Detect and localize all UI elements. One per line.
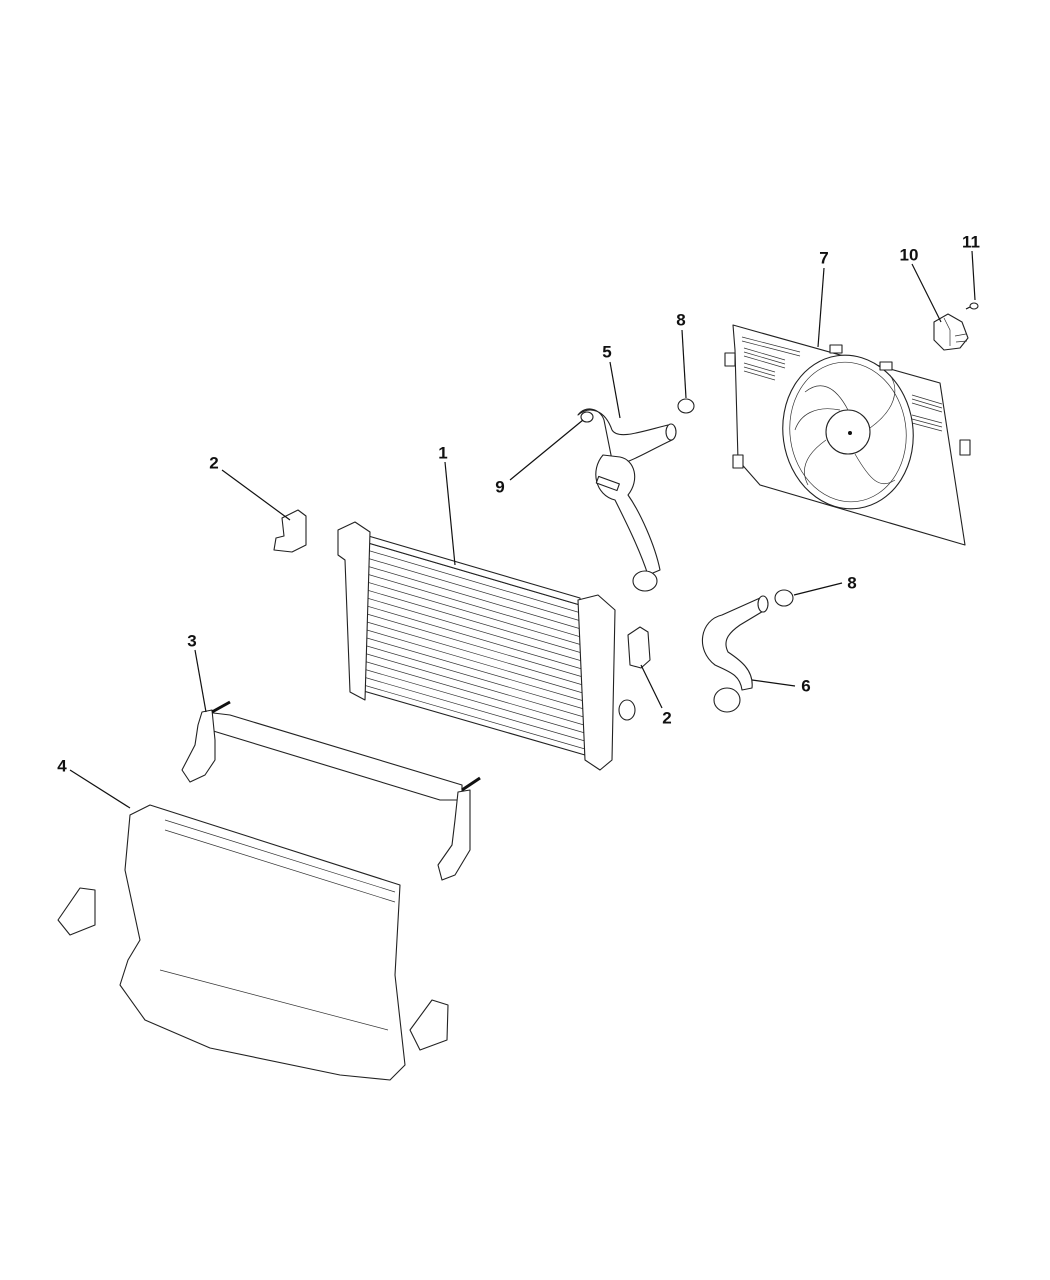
radiator-air-seal-shroud-drawing[interactable] <box>57 804 449 1081</box>
callout-4[interactable]: 4 <box>57 756 67 776</box>
upper-radiator-hose-drawing[interactable] <box>577 408 677 592</box>
callout-9[interactable]: 9 <box>495 477 505 497</box>
leader-lines <box>69 250 976 809</box>
upper-radiator-support-drawing[interactable] <box>181 700 481 881</box>
radiator-drawing[interactable] <box>337 521 636 771</box>
callout-8-lower[interactable]: 8 <box>847 573 857 593</box>
fan-relay-drawing[interactable] <box>933 313 969 351</box>
radiator-mount-bracket-right-drawing[interactable] <box>627 626 651 669</box>
cooling-fan-module-drawing[interactable] <box>724 324 971 546</box>
callout-1[interactable]: 1 <box>438 443 448 463</box>
callout-2-left[interactable]: 2 <box>209 453 219 473</box>
screw-drawing[interactable] <box>965 302 979 310</box>
callout-10[interactable]: 10 <box>899 245 919 265</box>
hose-clamp-upper-drawing[interactable] <box>677 398 695 414</box>
lower-radiator-hose-drawing[interactable] <box>701 595 769 713</box>
callout-6[interactable]: 6 <box>801 676 811 696</box>
callout-5[interactable]: 5 <box>602 342 612 362</box>
callout-3[interactable]: 3 <box>187 631 197 651</box>
callout-7[interactable]: 7 <box>819 248 829 268</box>
callout-2-right[interactable]: 2 <box>662 708 672 728</box>
callout-11[interactable]: 11 <box>962 232 980 252</box>
hose-clamp-lower-drawing[interactable] <box>774 589 794 607</box>
callout-8-upper[interactable]: 8 <box>676 310 686 330</box>
radiator-mount-bracket-left-drawing[interactable] <box>273 509 307 553</box>
